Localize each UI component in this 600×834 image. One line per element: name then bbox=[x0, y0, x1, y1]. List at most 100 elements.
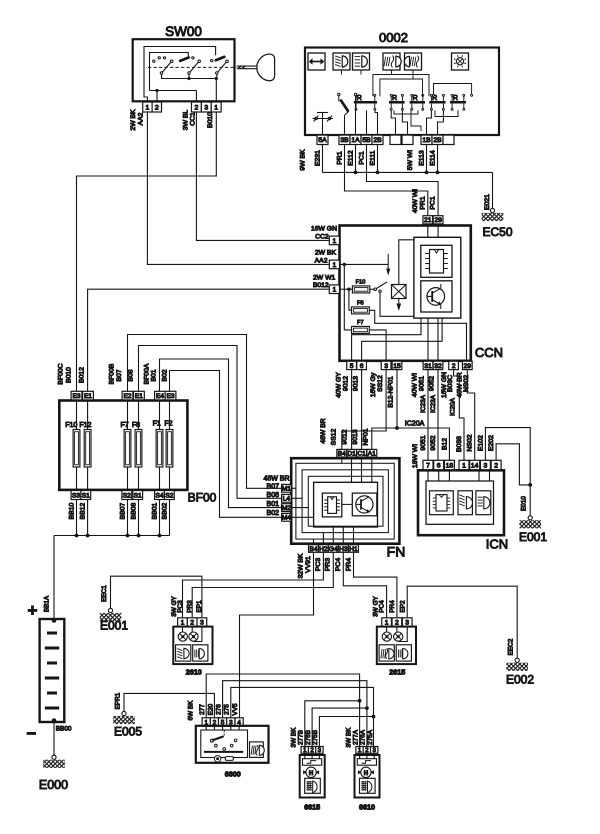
svg-text:5A: 5A bbox=[318, 137, 327, 144]
svg-text:E021: E021 bbox=[484, 194, 491, 210]
svg-text:1: 1 bbox=[385, 619, 389, 626]
svg-text:G4: G4 bbox=[329, 546, 338, 553]
svg-text:+: + bbox=[28, 601, 38, 620]
svg-text:SW00: SW00 bbox=[165, 24, 202, 39]
svg-text:S2: S2 bbox=[123, 492, 131, 499]
svg-text:H: H bbox=[309, 771, 313, 777]
svg-text:0002: 0002 bbox=[379, 30, 408, 45]
svg-text:3: 3 bbox=[204, 104, 208, 111]
svg-text:2: 2 bbox=[365, 747, 369, 754]
svg-text:M1: M1 bbox=[282, 486, 291, 493]
svg-text:B03C: B03C bbox=[447, 375, 454, 392]
svg-text:18W WI: 18W WI bbox=[412, 444, 419, 468]
svg-text:5B: 5B bbox=[362, 137, 371, 144]
svg-text:3: 3 bbox=[229, 719, 233, 726]
svg-text:F7: F7 bbox=[121, 422, 129, 429]
svg-text:S3: S3 bbox=[72, 492, 80, 499]
svg-text:EP1: EP1 bbox=[196, 600, 203, 613]
svg-text:E010: E010 bbox=[521, 496, 528, 511]
svg-text:3: 3 bbox=[484, 462, 488, 469]
svg-text:BB02: BB02 bbox=[162, 502, 169, 519]
svg-text:E113: E113 bbox=[418, 150, 425, 166]
svg-text:PR1: PR1 bbox=[336, 151, 343, 164]
svg-text:BB12: BB12 bbox=[80, 502, 87, 519]
svg-text:B010: B010 bbox=[207, 112, 214, 128]
svg-text:−: − bbox=[27, 724, 37, 743]
svg-text:B12: B12 bbox=[441, 438, 448, 450]
svg-text:BB10: BB10 bbox=[68, 502, 75, 519]
svg-text:PC3: PC3 bbox=[315, 558, 322, 571]
svg-text:3W BL: 3W BL bbox=[183, 110, 190, 131]
svg-text:R: R bbox=[357, 95, 362, 102]
svg-text:AA2: AA2 bbox=[315, 257, 328, 264]
svg-text:1: 1 bbox=[333, 287, 337, 294]
svg-text:2: 2 bbox=[190, 619, 194, 626]
svg-text:M2: M2 bbox=[282, 505, 291, 512]
svg-text:B02: B02 bbox=[267, 510, 280, 517]
svg-text:E001: E001 bbox=[519, 530, 547, 544]
svg-text:B07: B07 bbox=[267, 483, 280, 490]
svg-text:A1: A1 bbox=[368, 451, 376, 458]
svg-text:AA2: AA2 bbox=[137, 112, 144, 125]
svg-text:ICN: ICN bbox=[486, 537, 508, 552]
svg-text:B01: B01 bbox=[150, 369, 157, 381]
svg-text:1: 1 bbox=[303, 747, 307, 754]
svg-text:B4: B4 bbox=[338, 451, 346, 458]
svg-text:2: 2 bbox=[310, 747, 314, 754]
svg-text:S4: S4 bbox=[155, 492, 163, 499]
svg-text:F10: F10 bbox=[356, 280, 366, 286]
svg-text:IC23A: IC23A bbox=[430, 394, 437, 412]
svg-text:6610: 6610 bbox=[359, 803, 375, 812]
svg-text:B08: B08 bbox=[127, 369, 134, 381]
svg-text:1: 1 bbox=[204, 719, 208, 726]
svg-text:275: 275 bbox=[224, 704, 231, 715]
svg-text:S1: S1 bbox=[82, 492, 90, 499]
svg-text:BF00: BF00 bbox=[188, 491, 217, 505]
svg-text:E001: E001 bbox=[100, 619, 128, 633]
svg-text:PR4: PR4 bbox=[389, 600, 396, 613]
svg-text:2615: 2615 bbox=[389, 668, 405, 677]
svg-text:9W BK: 9W BK bbox=[299, 149, 306, 171]
svg-text:2W BK: 2W BK bbox=[130, 109, 137, 131]
svg-text:NS02: NS02 bbox=[463, 375, 470, 392]
svg-text:PC3: PC3 bbox=[177, 600, 184, 613]
svg-text:1: 1 bbox=[358, 747, 362, 754]
svg-text:VV5: VV5 bbox=[232, 703, 239, 716]
svg-text:E1: E1 bbox=[84, 393, 92, 400]
svg-text:16W GN: 16W GN bbox=[311, 226, 337, 233]
svg-text:1: 1 bbox=[333, 238, 337, 245]
svg-text:2: 2 bbox=[155, 104, 159, 111]
svg-text:2W BK: 2W BK bbox=[315, 250, 337, 257]
svg-text:6600: 6600 bbox=[225, 770, 241, 779]
svg-text:B038: B038 bbox=[456, 436, 463, 452]
svg-text:6W BK: 6W BK bbox=[187, 700, 194, 721]
svg-text:2: 2 bbox=[494, 462, 498, 469]
svg-text:PR4: PR4 bbox=[345, 558, 352, 571]
svg-text:E3: E3 bbox=[166, 393, 174, 400]
svg-text:3: 3 bbox=[372, 747, 376, 754]
svg-text:BB07: BB07 bbox=[119, 502, 126, 519]
svg-text:29: 29 bbox=[434, 217, 442, 224]
svg-text:29: 29 bbox=[464, 363, 472, 370]
svg-text:E114: E114 bbox=[429, 150, 436, 166]
svg-text:IC20A: IC20A bbox=[405, 421, 425, 428]
svg-text:6: 6 bbox=[360, 363, 364, 370]
svg-text:F12: F12 bbox=[79, 422, 91, 429]
svg-text:SS12: SS12 bbox=[377, 375, 384, 392]
svg-text:2B: 2B bbox=[433, 137, 442, 144]
svg-text:E231: E231 bbox=[314, 150, 321, 166]
svg-text:15: 15 bbox=[393, 363, 401, 370]
svg-text:277: 277 bbox=[199, 704, 206, 715]
svg-text:NP01: NP01 bbox=[362, 428, 369, 445]
svg-text:2W W1: 2W W1 bbox=[313, 275, 335, 282]
svg-text:CCN: CCN bbox=[475, 345, 503, 360]
svg-text:PR1: PR1 bbox=[420, 196, 427, 209]
svg-text:1A: 1A bbox=[351, 137, 360, 144]
svg-text:B12-NP01: B12-NP01 bbox=[388, 376, 395, 408]
svg-text:9013: 9013 bbox=[352, 429, 359, 444]
svg-text:1: 1 bbox=[181, 619, 185, 626]
svg-text:EEC2: EEC2 bbox=[507, 638, 514, 655]
svg-text:2: 2 bbox=[452, 363, 456, 370]
svg-text:B010: B010 bbox=[65, 367, 72, 383]
svg-text:40W WI: 40W WI bbox=[412, 189, 419, 213]
